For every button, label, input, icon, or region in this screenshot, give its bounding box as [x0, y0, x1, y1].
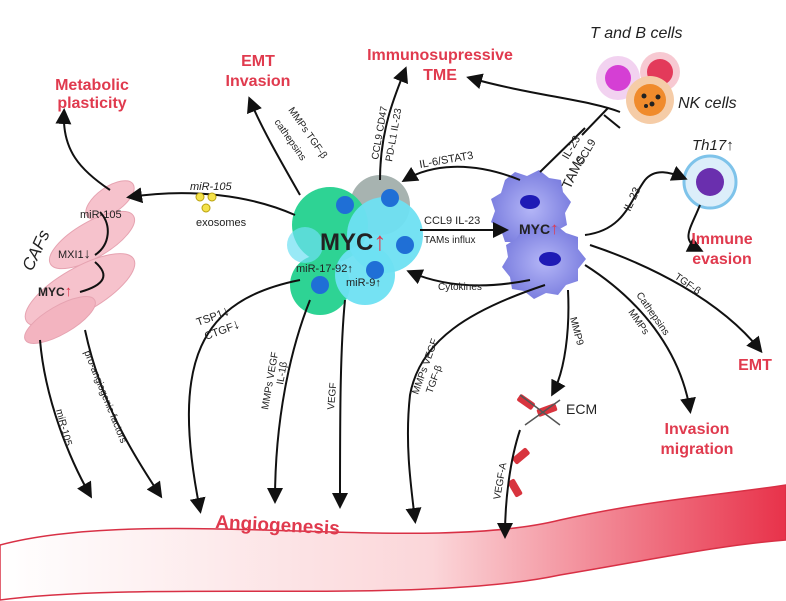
th17-label: Th17↑ — [692, 137, 734, 154]
edge-mmp9: MMP9 — [567, 316, 585, 347]
tam-myc-label: MYC↑ — [519, 219, 559, 238]
immune-evasion-label-2: evasion — [692, 251, 752, 268]
edge-tams-influx: TAMs influx — [424, 235, 476, 246]
metabolic-label-1: Metabolic — [55, 77, 129, 94]
immuno-label-2: TME — [423, 67, 457, 84]
caf-mxi1-label: MXI1↓ — [58, 245, 91, 261]
immune-evasion-label-1: Immune — [691, 231, 752, 248]
edge-tgfb-emt: TGF-β — [672, 271, 702, 297]
edge-il23-th17: IL-23 — [622, 185, 643, 213]
edge-cytokines: Cytokines — [438, 282, 482, 293]
cafs-label: CAFs — [18, 227, 53, 274]
metabolic-label-2: plasticity — [57, 95, 126, 112]
exosomes — [195, 192, 217, 213]
invasion-migration-label-2: migration — [661, 441, 734, 458]
t-b-cells-label: T and B cells — [590, 25, 682, 42]
edge-exosomes: exosomes — [196, 217, 247, 229]
ecm-label: ECM — [566, 401, 597, 417]
edge-il1b: IL-1β — [275, 361, 290, 386]
invasion-migration-label-1: Invasion — [665, 421, 730, 438]
edge-pro-angio: pro-angiogenic factors — [81, 349, 128, 445]
emt-invasion-label-2: Invasion — [226, 73, 291, 90]
emt-invasion-label-1: EMT — [241, 53, 275, 70]
tumor-cluster — [287, 175, 423, 315]
nk-cells-label: NK cells — [678, 95, 737, 112]
ecm-fibers — [507, 394, 561, 498]
immuno-label-1: Immunosupressive — [367, 47, 513, 64]
edge-mir105-exo: miR-105 — [190, 181, 232, 193]
th17-cell — [682, 154, 738, 210]
caf-cells — [24, 180, 136, 344]
caf-mir105-label: miR-105 — [80, 209, 122, 221]
edge-vegf: VEGF — [326, 382, 339, 410]
edge-ccl9-il23: CCL9 IL-23 — [424, 215, 480, 227]
arrows — [39, 66, 763, 539]
edge-mir105-angio: miR-105 — [53, 408, 74, 448]
angiogenesis-vessel — [0, 484, 786, 601]
caf-myc-label: MYC↑ — [38, 283, 72, 300]
tumor-mir1792-label: miR-17-92↑ — [296, 263, 353, 275]
nk-cell — [626, 76, 674, 124]
tumor-myc-label: MYC↑ — [320, 226, 386, 256]
tumor-mir9-label: miR-9↑ — [346, 277, 381, 289]
emt-label: EMT — [738, 357, 772, 374]
